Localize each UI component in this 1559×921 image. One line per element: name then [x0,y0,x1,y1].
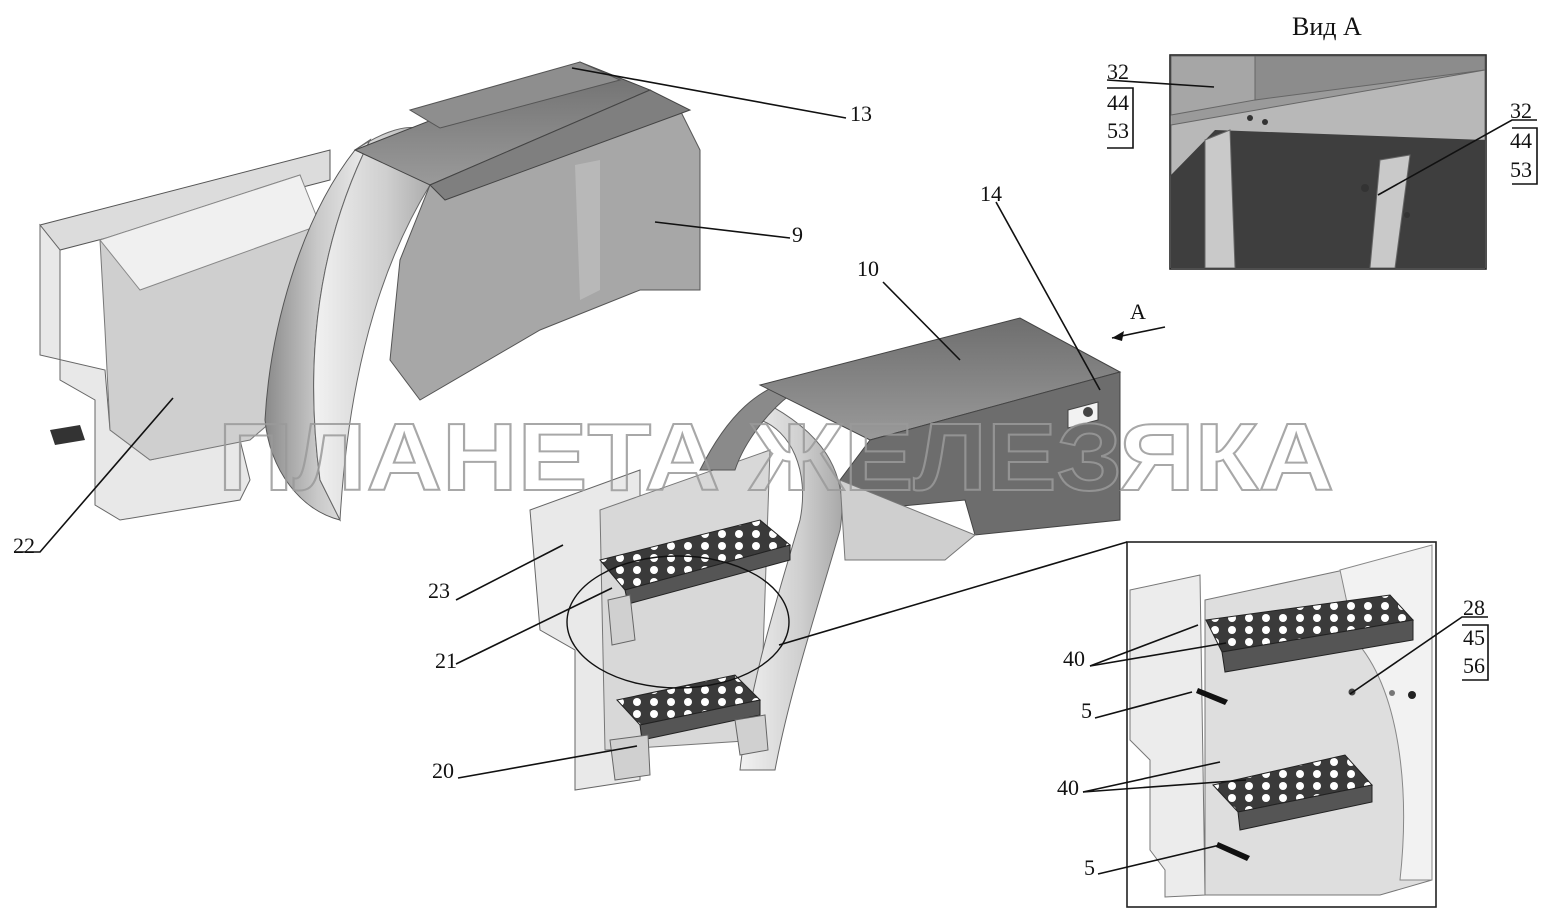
callout-23: 23 [428,578,450,603]
callout-20: 20 [432,758,454,783]
detail-inset [1126,541,1437,908]
stack-c-bot: 56 [1463,653,1485,678]
watermark-text: ПЛАНЕТА ЖЕЛЕЗЯКА [218,404,1334,511]
stack-a-top: 32 [1107,59,1129,84]
stack-b-mid: 44 [1510,128,1532,153]
detail-frame [1126,541,1437,908]
stack-a-bot: 53 [1107,118,1129,143]
callout-13: 13 [850,101,872,126]
view-a-frame [1169,54,1487,270]
callout-10: 10 [857,256,879,281]
callout-labels: 13 9 22 14 10 А 23 21 20 32 44 53 32 44 … [13,59,1532,880]
detail-ellipse [566,555,790,689]
callout-5-lower: 5 [1084,855,1095,880]
stack-a-mid: 44 [1107,90,1129,115]
right-fender-assembly [529,317,1122,791]
stack-b-bot: 53 [1510,157,1532,182]
callout-21: 21 [435,648,457,673]
callout-40-lower: 40 [1057,775,1079,800]
callout-9: 9 [792,222,803,247]
view-a-inset: Вид А [1169,12,1487,270]
arrow-label-a: А [1130,299,1146,324]
stack-b-top: 32 [1510,98,1532,123]
callout-40-upper: 40 [1063,646,1085,671]
view-a-title: Вид А [1292,12,1362,41]
stack-c-top: 28 [1463,595,1485,620]
stack-c-mid: 45 [1463,625,1485,650]
leader-lines [14,67,1538,875]
callout-5-upper: 5 [1081,698,1092,723]
callout-22: 22 [13,533,35,558]
callout-14: 14 [980,181,1002,206]
left-fender-assembly [39,61,701,522]
